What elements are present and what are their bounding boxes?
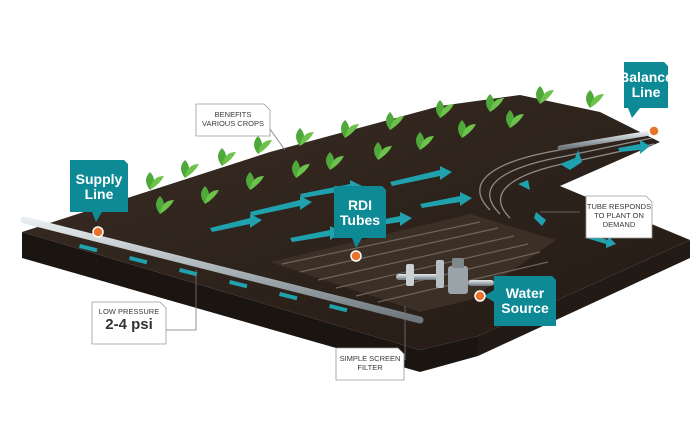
- note-box-tube-responds: [585, 195, 653, 239]
- teal-callouts: [70, 62, 668, 326]
- flow-arrow: [250, 196, 312, 216]
- balance-line-label-2: Line: [631, 84, 661, 100]
- low-pressure-note: LOW PRESSURE 2-4 psi: [92, 307, 166, 333]
- flow-arrow: [518, 180, 530, 190]
- flow-arrow: [290, 226, 342, 242]
- plant: [254, 136, 272, 154]
- cutaway-trench: [270, 214, 556, 312]
- tube-responds-note: TUBE RESPONDS TO PLANT ON DEMAND: [586, 202, 652, 229]
- note-box-benefits: [195, 103, 271, 137]
- rdi-tubes-label-1: RDI: [347, 197, 373, 213]
- rdi-tubes-label: RDI Tubes: [334, 192, 386, 234]
- tube-responds-line-2: TO PLANT ON: [594, 211, 644, 220]
- flow-arrow: [210, 214, 262, 232]
- screen-filter-line-2: FILTER: [357, 363, 383, 372]
- supply-line-label: Supply Line: [70, 166, 128, 208]
- balance-line-marker: [648, 125, 660, 137]
- plant: [436, 100, 454, 118]
- balance-line-tag: [624, 62, 668, 118]
- plant: [201, 186, 219, 204]
- tube-responds-line-1: TUBE RESPONDS: [586, 202, 652, 211]
- screen-filter-valve: [396, 258, 494, 294]
- plant: [296, 128, 314, 146]
- water-source-tag: [484, 276, 556, 326]
- water-source-label-1: Water: [505, 285, 545, 301]
- rdi-tubes-marker: [350, 250, 362, 262]
- balance-line-label: Balance Line: [619, 64, 673, 106]
- water-source-label-2: Source: [501, 300, 549, 316]
- flow-arrow: [420, 192, 472, 208]
- balance-line-label-1: Balance: [619, 69, 673, 85]
- plant: [586, 90, 604, 108]
- flow-arrow: [534, 212, 546, 226]
- water-source-marker: [474, 290, 486, 302]
- plant: [292, 160, 310, 178]
- crop-plants: [146, 86, 604, 214]
- rdi-tubes-tag: [334, 186, 386, 248]
- low-pressure-label: LOW PRESSURE: [98, 307, 160, 316]
- plant: [146, 172, 164, 190]
- plant: [326, 152, 344, 170]
- tube-responds-line-3: DEMAND: [602, 220, 636, 229]
- plant: [156, 196, 174, 214]
- benefits-note: BENEFITS VARIOUS CROPS: [196, 110, 270, 128]
- screen-filter-line-1: SIMPLE SCREEN: [339, 354, 401, 363]
- note-box-low-pressure: [91, 301, 167, 345]
- supply-line-label-1: Supply: [75, 171, 123, 187]
- plant: [218, 148, 236, 166]
- plant: [416, 132, 434, 150]
- screen-filter-note: SIMPLE SCREEN FILTER: [336, 354, 404, 372]
- soil-bed-front-wall: [22, 232, 478, 372]
- supply-line-label-2: Line: [84, 186, 114, 202]
- plant: [181, 160, 199, 178]
- plant: [386, 112, 404, 130]
- flow-arrows: [210, 140, 650, 248]
- balance-pipe: [557, 129, 659, 151]
- plant: [506, 110, 524, 128]
- rdi-tubes-label-2: Tubes: [339, 212, 381, 228]
- plant: [341, 120, 359, 138]
- water-source-label: Water Source: [494, 280, 556, 322]
- flow-arrow: [390, 166, 452, 186]
- benefits-note-line-1: BENEFITS: [214, 110, 252, 119]
- note-boxes: [91, 103, 653, 381]
- supply-line-marker: [92, 226, 104, 238]
- benefits-note-line-2: VARIOUS CROPS: [202, 119, 264, 128]
- plant: [486, 94, 504, 112]
- supply-pipe: [20, 216, 424, 324]
- flow-arrow: [300, 180, 362, 198]
- note-box-screen-filter: [335, 347, 405, 381]
- plant: [246, 172, 264, 190]
- supply-flow-marks: [79, 243, 348, 313]
- psi-value: 2-4 psi: [105, 316, 153, 333]
- orange-markers: [92, 125, 660, 302]
- supply-line-tag: [70, 160, 128, 222]
- plant: [458, 120, 476, 138]
- flow-arrow: [618, 140, 650, 154]
- flow-arrow: [560, 150, 582, 170]
- plant: [536, 86, 554, 104]
- soil-bed-right-wall: [478, 240, 690, 356]
- plant: [374, 142, 392, 160]
